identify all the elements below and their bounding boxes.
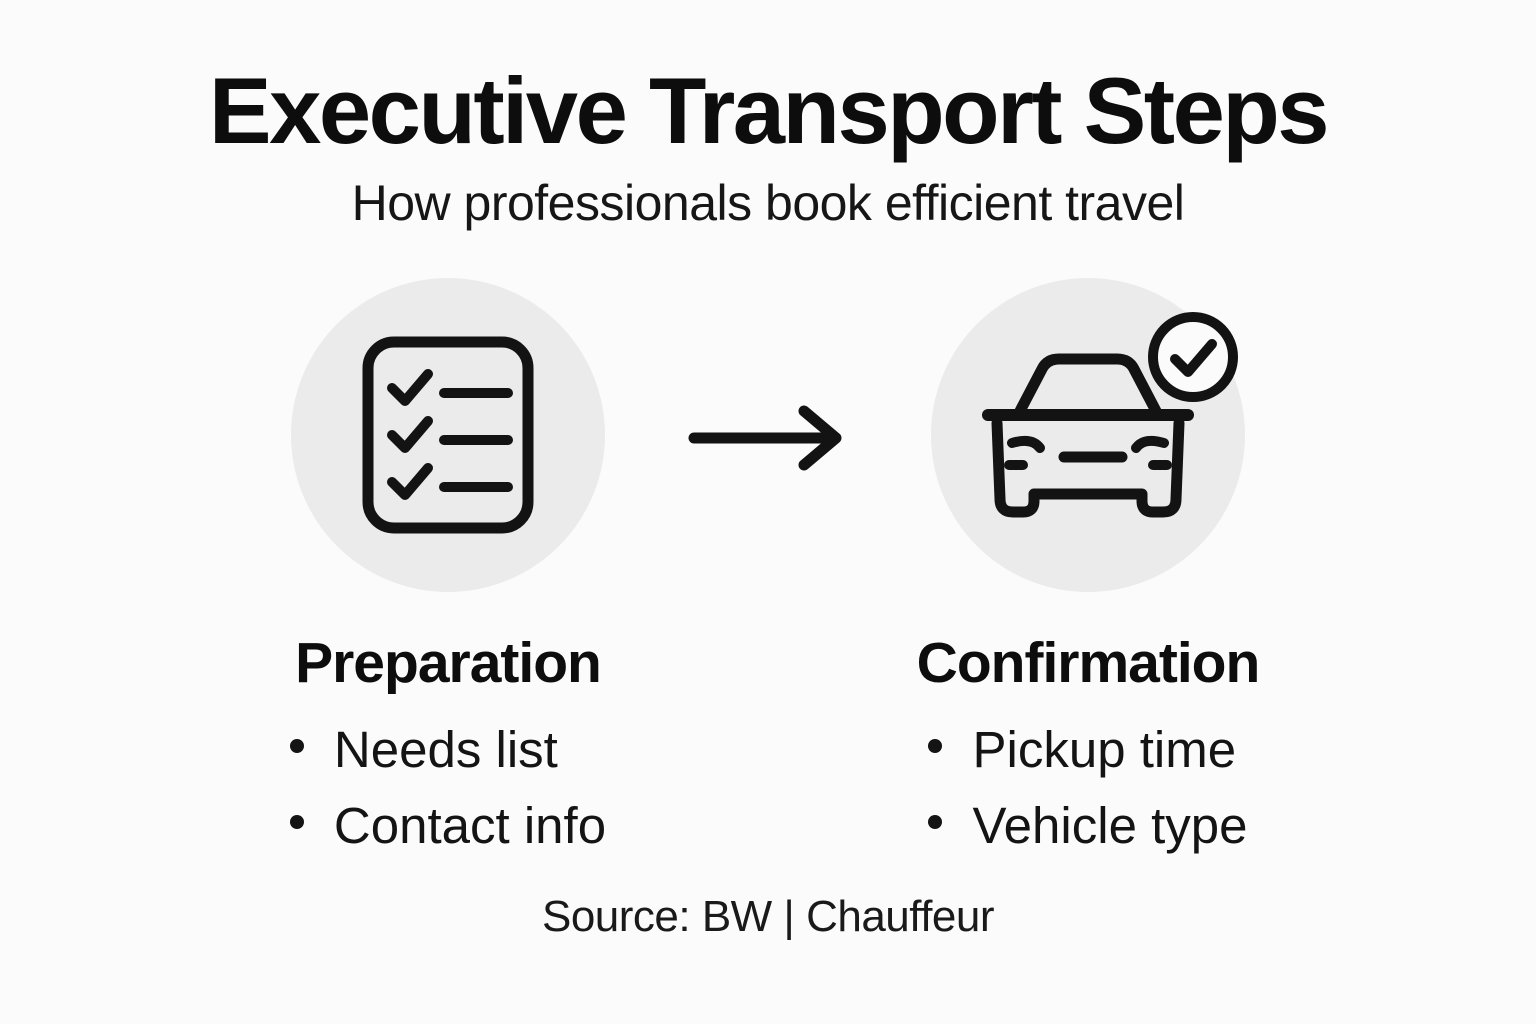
list-item: Vehicle type — [928, 788, 1248, 864]
list-item: Pickup time — [928, 712, 1247, 788]
source-caption: Source: BW | Chauffeur — [541, 891, 995, 941]
page-title: Executive Transport Steps — [208, 58, 1330, 163]
checklist-icon — [362, 336, 534, 534]
bullet-dot — [928, 739, 943, 754]
list-item: Needs list — [289, 712, 606, 788]
car-icon-circle — [931, 277, 1245, 592]
bullet-dot — [289, 815, 304, 830]
step-preparation: Preparation Needs list Contact info — [228, 277, 668, 864]
bullet-label: Needs list — [333, 720, 558, 778]
bullet-list: Needs list Contact info — [289, 712, 607, 864]
check-badge-icon — [1145, 309, 1241, 405]
bullet-label: Vehicle type — [972, 796, 1248, 854]
bullet-list: Pickup time Vehicle type — [928, 712, 1248, 864]
list-item: Contact info — [289, 788, 607, 864]
step-confirmation: Confirmation Pickup time Vehicle type — [868, 277, 1308, 864]
bullet-dot — [289, 739, 304, 754]
bullet-label: Pickup time — [972, 720, 1237, 778]
bullet-label: Contact info — [333, 796, 607, 854]
step-title: Confirmation — [916, 630, 1261, 695]
checklist-icon-circle — [291, 277, 605, 592]
page-subtitle: How professionals book efficient travel — [351, 174, 1185, 231]
step-title: Preparation — [295, 630, 602, 695]
car-icon — [980, 349, 1196, 521]
bullet-dot — [928, 815, 943, 830]
arrow-right-icon — [668, 278, 868, 474]
steps-row: Preparation Needs list Contact info — [0, 277, 1536, 864]
